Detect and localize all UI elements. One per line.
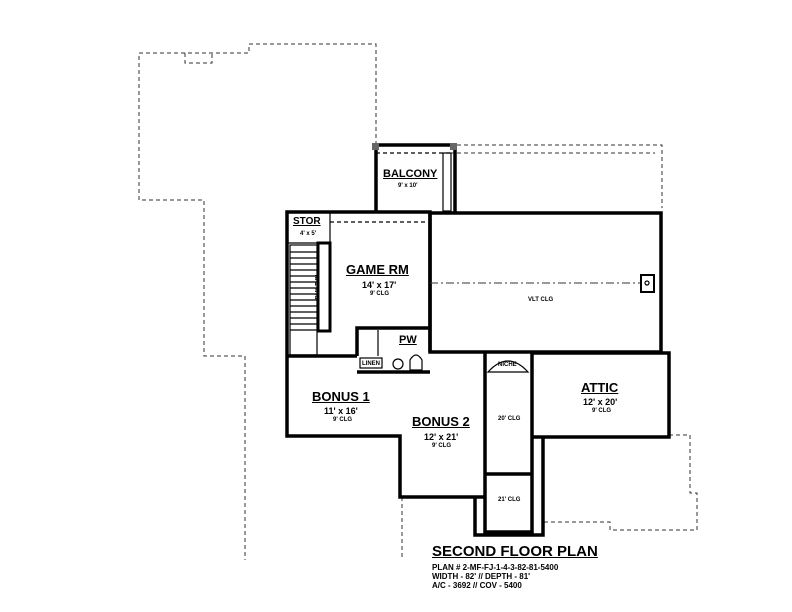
balcony-wall <box>374 143 457 213</box>
column <box>450 143 457 150</box>
first-floor-outline-left <box>138 43 377 560</box>
hall-ceiling-label: 20' CLG <box>498 416 521 422</box>
outlet-box <box>640 274 655 293</box>
niche-label: NICHE <box>498 362 517 368</box>
game-room-clg: 9' CLG <box>370 291 390 297</box>
outlet-icon <box>644 280 650 286</box>
stor-label: STOR <box>293 216 321 227</box>
plan-title: SECOND FLOOR PLAN <box>432 543 598 560</box>
stor-size: 4' x 5' <box>300 231 317 237</box>
bonus1-label: BONUS 1 <box>312 389 370 404</box>
built-in-label: BUILT IN <box>315 274 322 300</box>
balcony-label: BALCONY <box>383 168 438 180</box>
attic-wall <box>532 351 671 439</box>
game-room-label: GAME RM <box>346 262 409 277</box>
bonus2-clg: 9' CLG <box>432 443 452 449</box>
pw-label: PW <box>399 334 417 346</box>
bonus1-size: 11' x 16' <box>324 406 358 416</box>
attic-label: ATTIC <box>581 380 619 395</box>
bonus-rooms-wall <box>285 356 485 499</box>
entry-stub <box>473 437 545 537</box>
attic-size: 12' x 20' <box>583 397 618 407</box>
game-room-size: 14' x 17' <box>362 280 397 290</box>
vaulted-ceiling-label: VLT CLG <box>528 297 554 303</box>
bonus1-clg: 9' CLG <box>333 417 353 423</box>
built-in-cabinet <box>316 241 332 333</box>
plan-area: A/C - 3692 // COV - 5400 <box>432 581 522 590</box>
niche-arch <box>486 360 530 373</box>
column <box>372 143 379 150</box>
toilet-icon <box>409 354 423 371</box>
balcony-size: 9' x 10' <box>398 183 418 189</box>
hall-wall <box>483 353 534 534</box>
entry-ceiling-label: 21' CLG <box>498 497 521 503</box>
attic-clg: 9' CLG <box>592 408 612 414</box>
stairs <box>289 244 318 356</box>
bonus2-label: BONUS 2 <box>412 414 470 429</box>
plan-dimensions: WIDTH - 82' // DEPTH - 81' <box>432 572 531 581</box>
linen-label: LINEN <box>362 361 380 367</box>
balcony-post <box>442 152 452 212</box>
first-floor-outline-right <box>543 434 698 531</box>
porch-roof-outline <box>443 144 663 208</box>
powder-room-wall <box>355 326 430 356</box>
linen-shelf <box>359 357 383 369</box>
first-floor-notch <box>184 53 213 64</box>
bonus2-size: 12' x 21' <box>424 432 459 442</box>
sink-icon <box>392 358 404 370</box>
plan-number: PLAN # 2-MF-FJ-1-4-3-82-81-5400 <box>432 563 559 572</box>
